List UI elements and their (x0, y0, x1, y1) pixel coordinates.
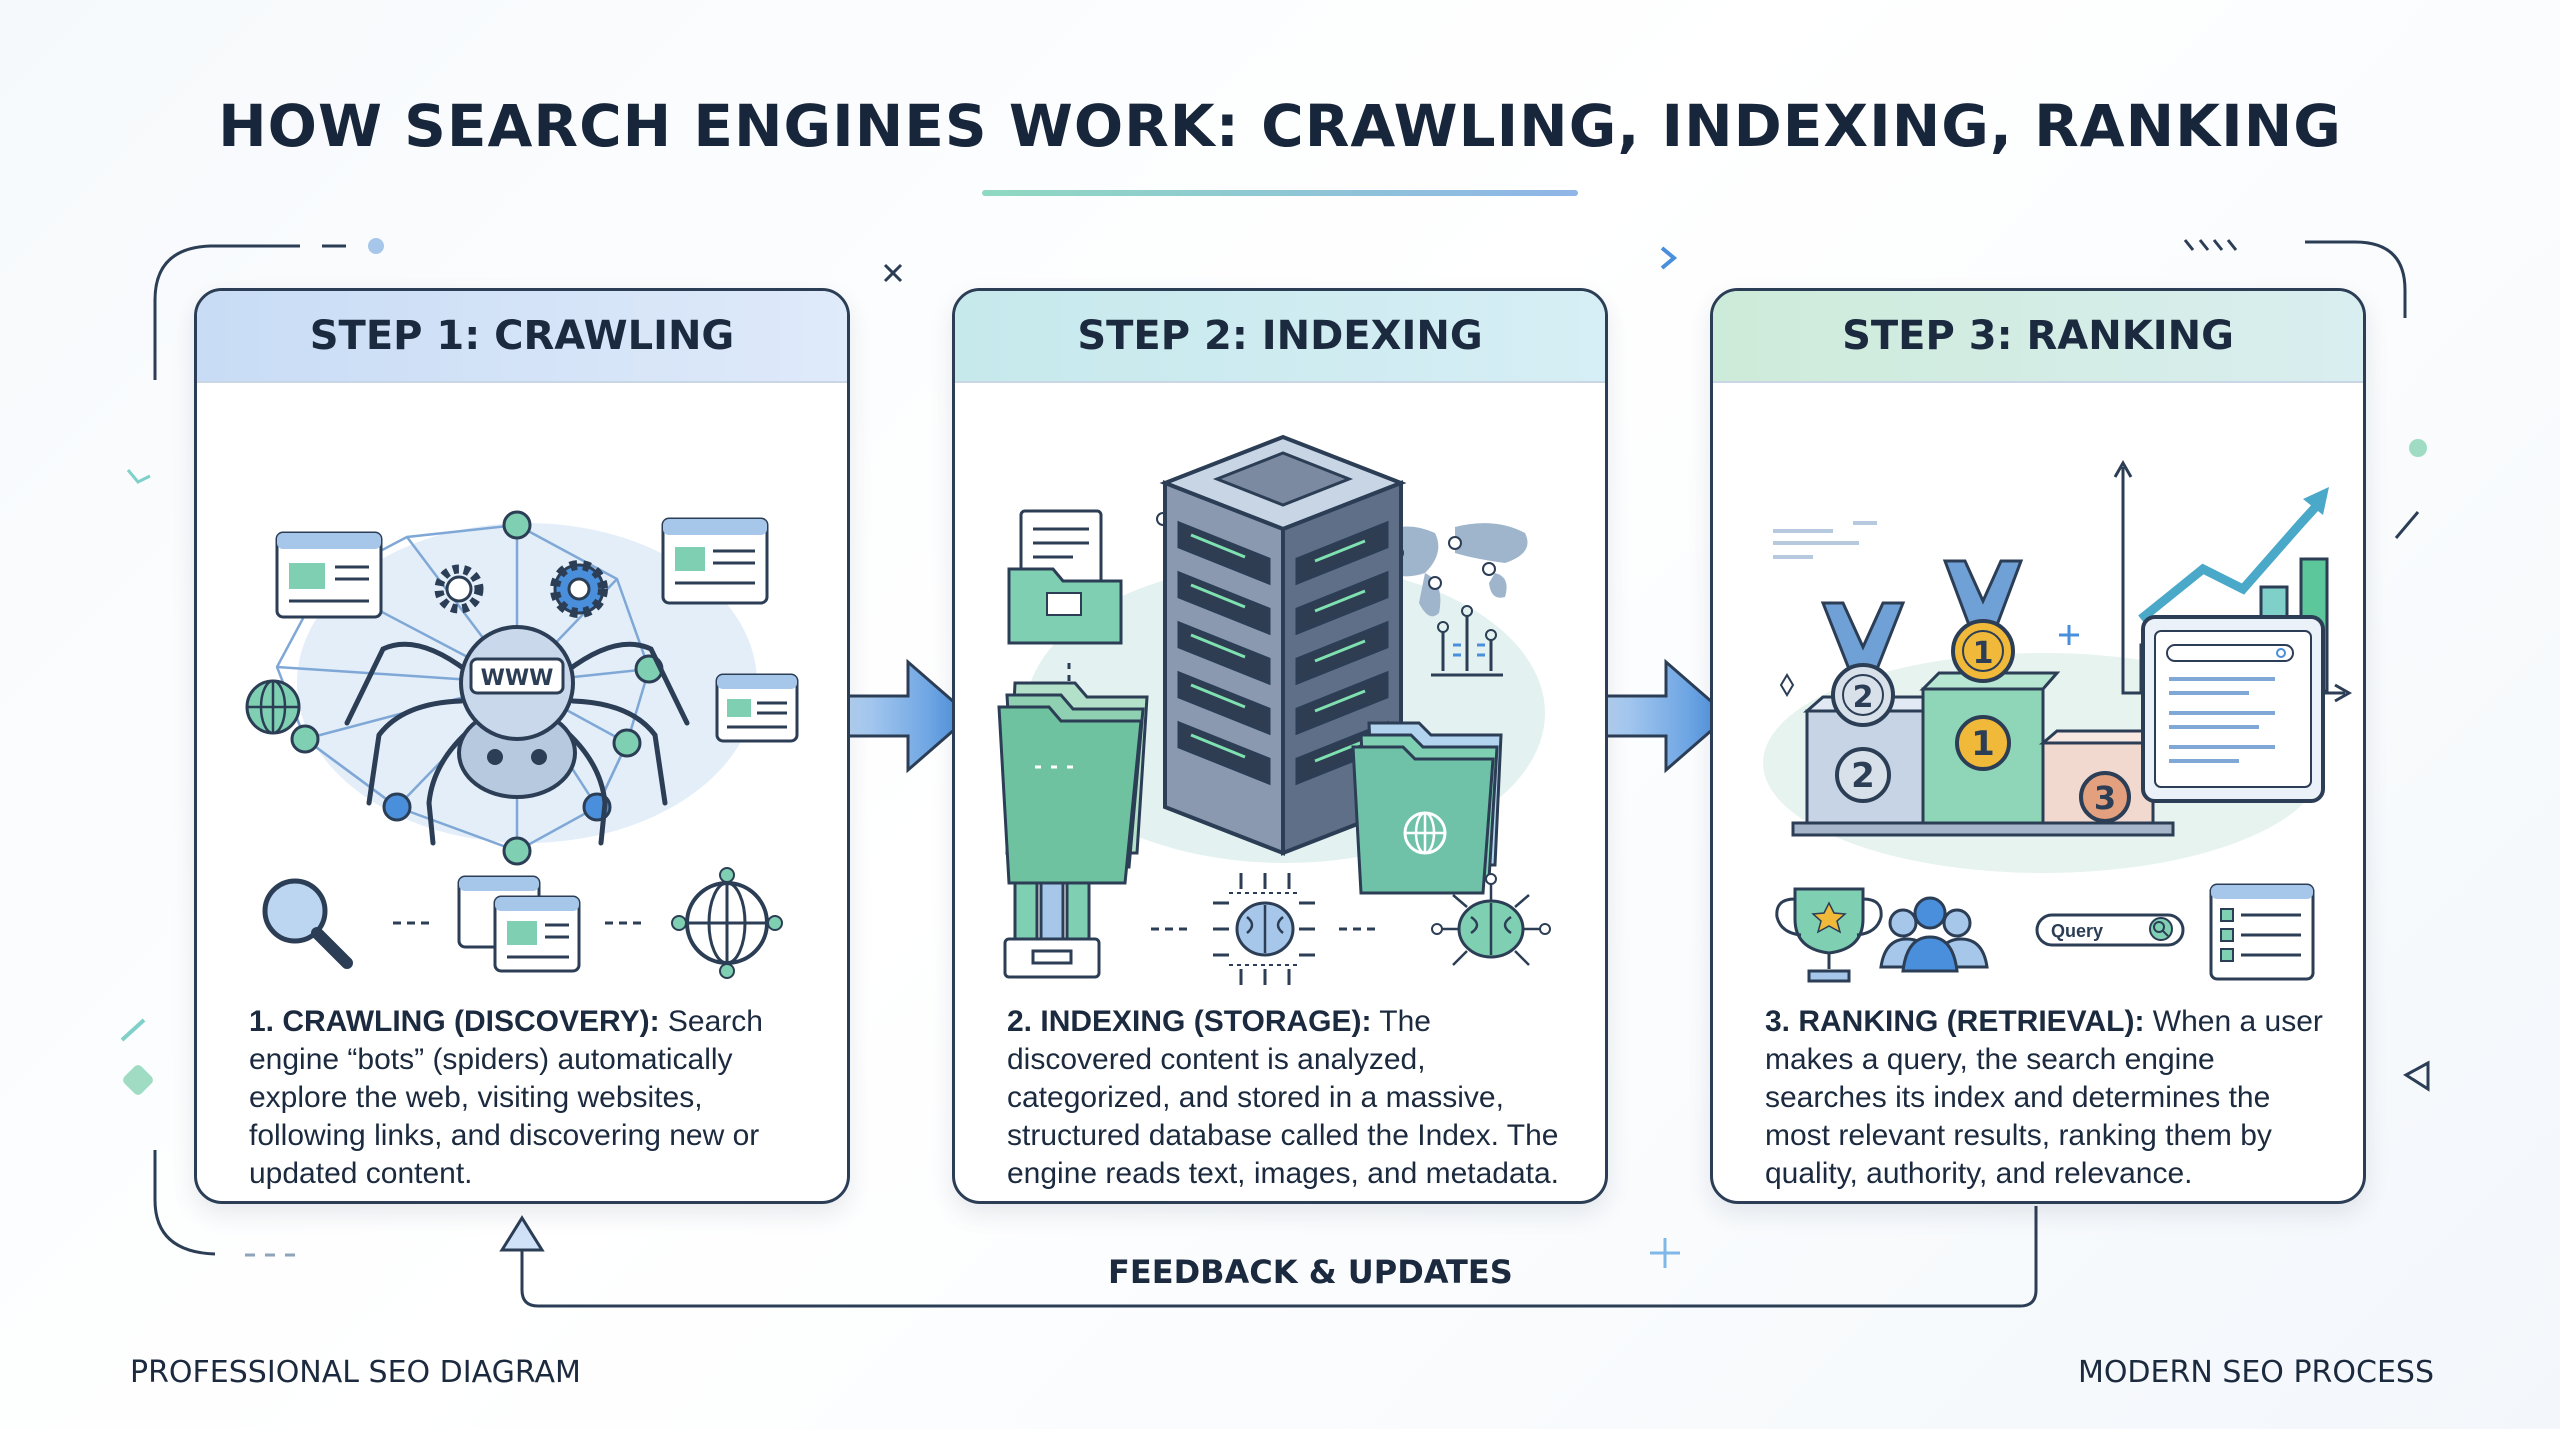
step-description-lead: 3. RANKING (RETRIEVAL): (1765, 1005, 2145, 1038)
rank-badge-first: 1 (1955, 715, 2011, 771)
step-description-ranking: 3. RANKING (RETRIEVAL): When a user make… (1765, 1003, 2325, 1193)
feedback-loop-line (520, 1206, 2038, 1308)
page-title: HOW SEARCH ENGINES WORK: CRAWLING, INDEX… (218, 92, 2342, 160)
step-card-crawling: STEP 1: CRAWLING (194, 288, 850, 1204)
podium-first-label: 1 (1971, 724, 1995, 764)
step-description-body: The discovered content is analyzed, cate… (1007, 1005, 1560, 1190)
medal-silver-label: 2 (1853, 680, 1874, 715)
step-card-ranking: STEP 3: RANKING (1710, 288, 2366, 1204)
step-header-crawling: STEP 1: CRAWLING (197, 291, 847, 383)
magnifier-icon (262, 878, 353, 969)
feedback-loop-arrowhead (499, 1215, 545, 1252)
results-list-icon (2209, 883, 2315, 981)
file-folders-icon (1351, 721, 1503, 895)
step-description-lead: 1. CRAWLING (DISCOVERY): (249, 1005, 660, 1038)
brain-chip-icon (1213, 873, 1315, 985)
bar-chart-icon (1431, 605, 1503, 677)
trophy-icon (1775, 887, 1883, 983)
query-label: Query (2051, 921, 2103, 941)
browser-window-icon (715, 673, 799, 743)
step-card-indexing: STEP 2: INDEXING (952, 288, 1608, 1204)
frame-corner-bottom-left (153, 1150, 216, 1256)
gear-icon (434, 564, 484, 614)
file-cabinet-icon (1003, 881, 1101, 979)
rank-badge-third: 3 (2079, 771, 2131, 823)
step-title-crawling: STEP 1: CRAWLING (309, 313, 735, 359)
rank-badge-second: 2 (1835, 747, 1891, 803)
gear-icon (550, 560, 608, 618)
spider-label: WWW (481, 666, 554, 691)
title-underline (982, 190, 1578, 196)
browser-window-icon (661, 517, 769, 605)
step-description-lead: 2. INDEXING (STORAGE): (1007, 1005, 1372, 1038)
podium-second-label: 2 (1851, 756, 1875, 796)
footer-right: MODERN SEO PROCESS (2077, 1355, 2434, 1390)
step-header-ranking: STEP 3: RANKING (1713, 291, 2363, 383)
document-folder-icon (1007, 509, 1123, 645)
medal-silver-icon: 2 (1820, 601, 1906, 727)
frame-corner-top-right (2305, 240, 2407, 318)
browser-windows-icon (457, 875, 581, 973)
users-icon (1879, 896, 1989, 973)
podium-third-label: 3 (2094, 779, 2116, 817)
brain-network-icon (1431, 873, 1551, 966)
step-description-body: Search engine “bots” (spiders) automatic… (249, 1005, 763, 1190)
step-title-ranking: STEP 3: RANKING (1842, 313, 2234, 359)
search-results-screen-icon (2141, 615, 2325, 803)
step-description-crawling: 1. CRAWLING (DISCOVERY): Search engine “… (249, 1003, 809, 1193)
network-globe-icon (671, 867, 783, 979)
ranking-illustration: 2 1 3 2 1 (1763, 459, 2353, 983)
browser-window-icon (275, 531, 383, 619)
feedback-label: FEEDBACK & UPDATES (1108, 1253, 1513, 1291)
file-folders-icon (997, 681, 1149, 885)
search-bar-icon: Query (2035, 913, 2185, 947)
step-header-indexing: STEP 2: INDEXING (955, 291, 1605, 383)
step-description-indexing: 2. INDEXING (STORAGE): The discovered co… (1007, 1003, 1567, 1193)
step-title-indexing: STEP 2: INDEXING (1077, 313, 1483, 359)
indexing-illustration (997, 434, 1551, 985)
footer-left: PROFESSIONAL SEO DIAGRAM (130, 1355, 581, 1390)
step-description-body: When a user makes a query, the search en… (1765, 1005, 2323, 1190)
crawling-illustration: WWW (245, 510, 799, 979)
medal-gold-icon: 1 (1942, 559, 2024, 683)
medal-gold-label: 1 (1973, 636, 1994, 671)
frame-corner-top-left (153, 244, 300, 380)
globe-icon (245, 679, 301, 735)
